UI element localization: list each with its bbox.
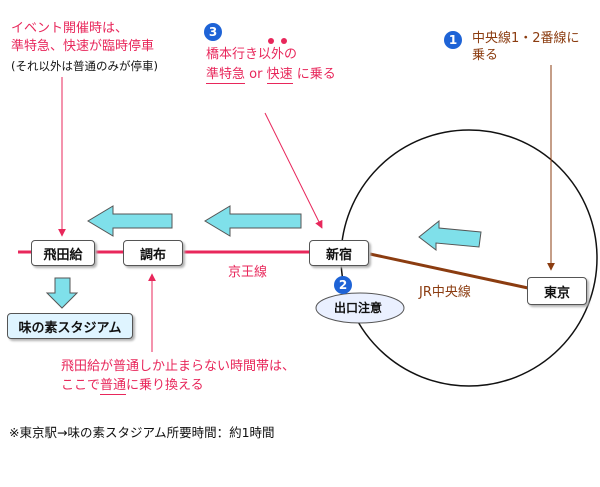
station-chofu-label: 調布 bbox=[139, 247, 166, 263]
move-arrow-to-tobitakyu bbox=[87, 205, 173, 237]
jr-area-ellipse bbox=[340, 129, 598, 387]
pointer-express-to-shinjuku bbox=[264, 112, 323, 229]
step3-badge: 3 bbox=[204, 23, 222, 41]
move-arrow-to-shinjuku bbox=[418, 219, 482, 252]
step1-line1: 中央線1・2番線に bbox=[472, 31, 580, 46]
event-note-line3: (それ以外は普通のみが停車) bbox=[11, 59, 158, 73]
step2-badge: 2 bbox=[334, 276, 352, 294]
event-note-line1: イベント開催時は、 bbox=[11, 21, 129, 36]
step3-junkyu: 準特急 bbox=[206, 67, 246, 84]
footer-travel-time: ※東京駅→味の素スタジアム所要時間：約1時間 bbox=[9, 425, 275, 440]
transfer-suffix: に乗り換える bbox=[126, 378, 204, 393]
move-arrow-to-chofu bbox=[204, 205, 302, 237]
step1-number: 1 bbox=[448, 33, 458, 47]
emphasis-dot-1 bbox=[268, 38, 274, 44]
station-shinjuku[interactable]: 新宿 bbox=[309, 240, 369, 266]
exit-caution-oval bbox=[315, 292, 405, 324]
step1-line2: 乗る bbox=[472, 48, 499, 63]
station-shinjuku-label: 新宿 bbox=[325, 247, 352, 263]
transfer-futsu: 普通 bbox=[100, 378, 127, 395]
station-chofu[interactable]: 調布 bbox=[123, 240, 183, 266]
transfer-prefix: ここで bbox=[61, 378, 101, 393]
jr-chuo-line bbox=[369, 252, 529, 290]
emphasis-dot-2 bbox=[281, 38, 287, 44]
step3-line1: 橋本行き以外の bbox=[206, 47, 298, 62]
event-note-line2: 準特急、快速が臨時停車 bbox=[11, 39, 155, 54]
stadium-label: 味の素スタジアム bbox=[18, 320, 122, 336]
step3-number: 3 bbox=[208, 25, 218, 39]
step3-suffix: に乗る bbox=[292, 67, 336, 82]
station-tokyo[interactable]: 東京 bbox=[527, 277, 587, 305]
step3-line2: 準特急 or 快速 に乗る bbox=[206, 67, 336, 84]
keio-line-label: 京王線 bbox=[228, 265, 268, 280]
exit-caution-label: 出口注意 bbox=[334, 301, 383, 315]
transfer-note-line2: ここで普通に乗り換える bbox=[61, 378, 204, 395]
stadium-box[interactable]: 味の素スタジアム bbox=[7, 313, 133, 339]
station-tokyo-label: 東京 bbox=[543, 285, 570, 301]
step1-badge: 1 bbox=[444, 31, 462, 49]
step3-or: or bbox=[245, 67, 267, 82]
step2-number: 2 bbox=[338, 278, 348, 292]
jr-chuo-line-label: JR中央線 bbox=[419, 285, 471, 300]
transfer-note-line1: 飛田給が普通しか止まらない時間帯は、 bbox=[61, 359, 296, 374]
move-arrow-to-stadium bbox=[45, 277, 79, 309]
station-tobitakyu[interactable]: 飛田給 bbox=[31, 240, 95, 266]
station-tobitakyu-label: 飛田給 bbox=[43, 247, 83, 263]
step3-kaisoku: 快速 bbox=[266, 67, 293, 84]
